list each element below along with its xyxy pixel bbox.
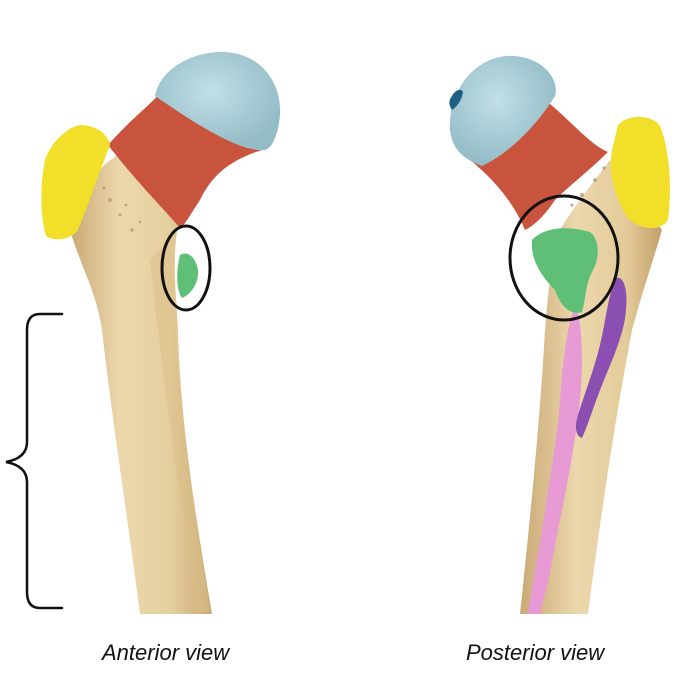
anterior-view-caption: Anterior view <box>102 640 230 665</box>
anterior-rough-texture <box>102 186 142 232</box>
anterior-shaft <box>70 155 212 614</box>
anterior-greater-trochanter <box>41 125 110 240</box>
posterior-view-caption: Posterior view <box>466 640 605 665</box>
posterior-linea-aspera <box>528 305 583 614</box>
posterior-femoral-neck <box>470 100 608 230</box>
anterior-femur <box>41 52 281 614</box>
posterior-rough-texture <box>570 166 606 207</box>
posterior-highlight-circle <box>508 194 620 322</box>
posterior-greater-trochanter <box>610 116 670 229</box>
posterior-lesser-trochanter <box>531 228 598 313</box>
posterior-femur <box>449 55 670 614</box>
anterior-shaft-shade <box>150 232 210 612</box>
anterior-lesser-trochanter <box>177 253 199 298</box>
posterior-pectineal-line <box>575 277 627 438</box>
anterior-highlight-circle <box>160 224 212 312</box>
posterior-femoral-head <box>449 55 556 166</box>
anterior-femoral-head <box>155 52 281 151</box>
posterior-fovea <box>449 89 463 110</box>
shaft-bracket <box>5 312 64 610</box>
anterior-femoral-neck <box>108 95 262 228</box>
